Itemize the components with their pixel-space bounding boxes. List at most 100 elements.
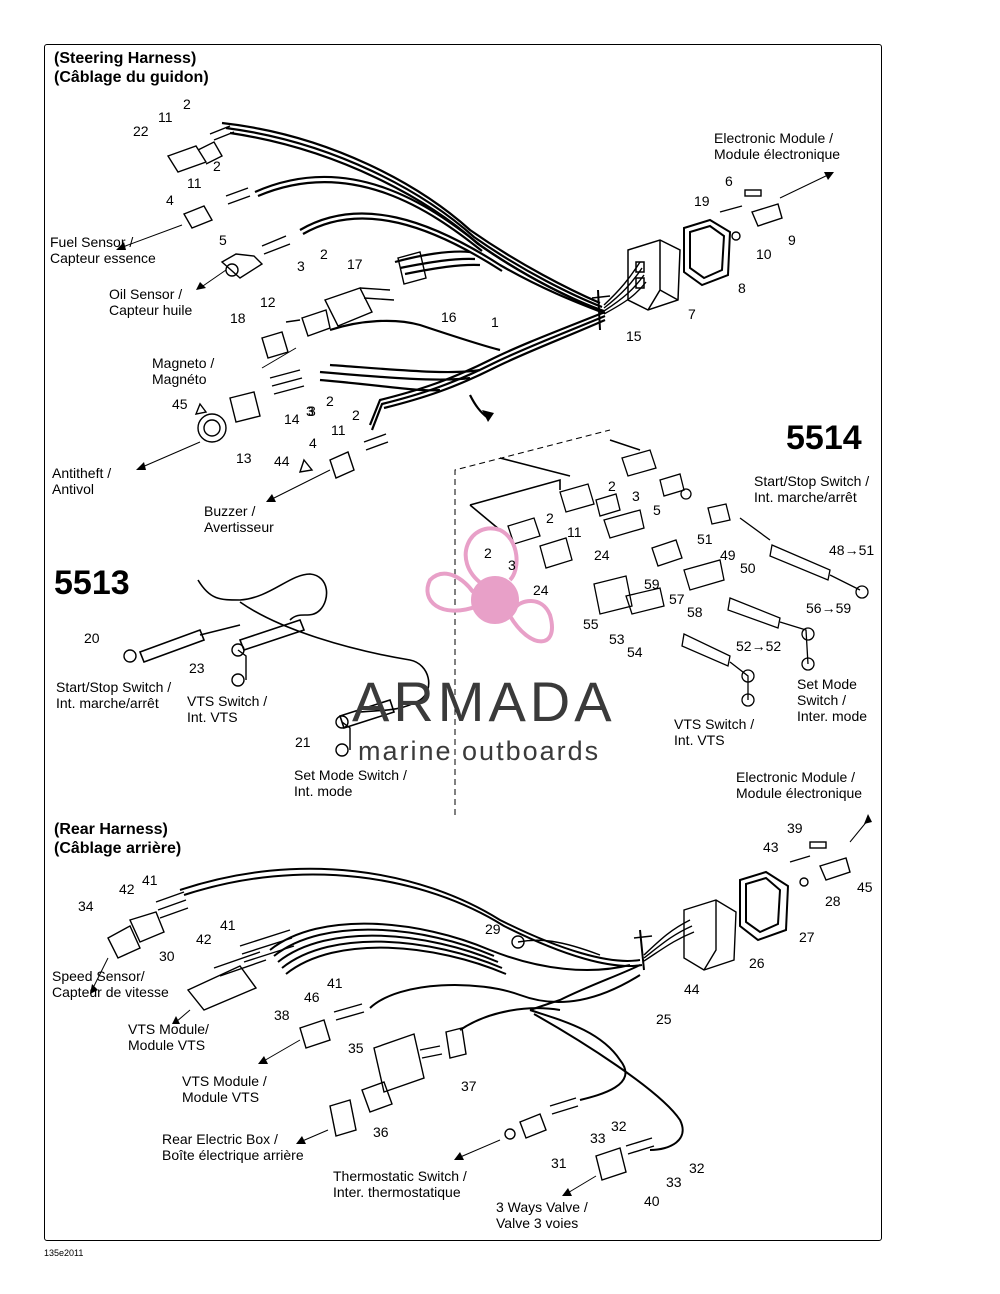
- callout: 11: [331, 422, 346, 438]
- callout: 45: [172, 396, 188, 412]
- callout: 11: [158, 109, 173, 125]
- steering-connectors: [166, 125, 427, 479]
- callout: 53: [609, 631, 625, 647]
- callout: 8: [738, 280, 746, 296]
- callout: 22: [133, 123, 149, 139]
- callout: 11: [187, 175, 202, 191]
- label-rear-electric-box: Rear Electric Box / Boîte électrique arr…: [162, 1131, 304, 1163]
- variant-5514-boundary: [454, 429, 611, 815]
- variant-5514-parts: [507, 449, 869, 707]
- callout: 2: [213, 158, 221, 174]
- callout: 51: [697, 531, 713, 547]
- callout: 24: [533, 582, 549, 598]
- label-buzzer: Buzzer / Avertisseur: [204, 503, 274, 535]
- callout: 49: [720, 547, 736, 563]
- callout: 32: [611, 1118, 627, 1134]
- callout: 3: [308, 403, 316, 419]
- callout: 42: [119, 881, 135, 897]
- callout: 2: [352, 407, 360, 423]
- callout: 26: [749, 955, 765, 971]
- callout: 3: [632, 488, 640, 504]
- callout: 36: [373, 1124, 389, 1140]
- label-vts-module-2: VTS Module / Module VTS: [182, 1073, 267, 1105]
- callout: 46: [304, 989, 320, 1005]
- steering-title-fr: (Câblage du guidon): [54, 69, 209, 86]
- variant-5514-wiring: [469, 439, 641, 531]
- callout: 11: [567, 524, 582, 540]
- callout: 52→52: [736, 638, 782, 654]
- label-set-mode-5514: Set Mode Switch / Inter. mode: [797, 676, 868, 724]
- rear-wire-bundle: [179, 867, 684, 1151]
- callout: 13: [236, 450, 252, 466]
- label-three-ways-valve: 3 Ways Valve / Valve 3 voies: [496, 1199, 588, 1231]
- watermark-name: ARMADA: [352, 670, 616, 733]
- callout: 20: [84, 630, 100, 646]
- callout: 42: [196, 931, 212, 947]
- callout: 31: [551, 1155, 567, 1171]
- callout: 21: [295, 734, 311, 750]
- callout: 25: [656, 1011, 672, 1027]
- label-vts-module-1: VTS Module/ Module VTS: [128, 1021, 209, 1053]
- seal-8: [683, 218, 732, 287]
- diagram-frame: [44, 44, 882, 1241]
- callout: 2: [484, 545, 492, 561]
- callout: 29: [485, 921, 501, 937]
- rear-title-fr: (Câblage arrière): [54, 840, 182, 857]
- callout: 4: [166, 192, 174, 208]
- callout: 3: [508, 557, 516, 573]
- callout: 3: [306, 403, 314, 419]
- label-magneto: Magneto / Magnéto: [152, 355, 215, 387]
- label-speed-sensor: Speed Sensor/ Capteur de vitesse: [52, 968, 169, 1000]
- callout: 40: [644, 1193, 660, 1209]
- steering-wire-bundle: [221, 121, 606, 431]
- callout: 23: [189, 660, 205, 676]
- callout: 34: [78, 898, 94, 914]
- callout: 9: [788, 232, 796, 248]
- callout: 1: [491, 314, 499, 330]
- callout: 56→59: [806, 600, 852, 616]
- figure-code: 135e2011: [44, 1248, 84, 1258]
- rear-title-en: (Rear Harness): [54, 821, 168, 838]
- callout: 3: [297, 258, 305, 274]
- callout: 16: [441, 309, 457, 325]
- callout: 24: [594, 547, 610, 563]
- connector-7: [627, 239, 681, 311]
- label-antitheft: Antitheft / Antivol: [52, 465, 112, 497]
- label-electronic-module-bottom: Electronic Module / Module électronique: [736, 769, 863, 801]
- callout: 12: [260, 294, 276, 310]
- callout: 10: [756, 246, 772, 262]
- callout: 32: [689, 1160, 705, 1176]
- label-oil-sensor: Oil Sensor / Capteur huile: [109, 286, 193, 318]
- watermark-propeller-icon: [425, 526, 554, 644]
- callout: 18: [230, 310, 246, 326]
- callout: 59: [644, 576, 660, 592]
- label-vts-switch-5514: VTS Switch / Int. VTS: [674, 716, 755, 748]
- callout: 15: [626, 328, 642, 344]
- callout: 2: [320, 246, 328, 262]
- callout: 33: [590, 1130, 606, 1146]
- steering-title-en: (Steering Harness): [54, 50, 197, 67]
- callout: 5: [219, 232, 227, 248]
- label-vts-switch-5513: VTS Switch / Int. VTS: [187, 693, 268, 725]
- callout: 37: [461, 1078, 477, 1094]
- variant-5514-label: 5514: [786, 419, 862, 457]
- callout: 19: [694, 193, 710, 209]
- callout: 28: [825, 893, 841, 909]
- watermark-subtitle: marine outboards: [358, 736, 601, 766]
- callout: 35: [348, 1040, 364, 1056]
- callout: 39: [787, 820, 803, 836]
- callout: 38: [274, 1007, 290, 1023]
- callout: 2: [608, 478, 616, 494]
- callout: 41: [220, 917, 236, 933]
- callout: 54: [627, 644, 643, 660]
- callout: 43: [763, 839, 779, 855]
- callout: 14: [284, 411, 300, 427]
- callout: 33: [666, 1174, 682, 1190]
- callout: 57: [669, 591, 685, 607]
- callout: 27: [799, 929, 815, 945]
- callout: 41: [142, 872, 158, 888]
- variant-5513-label: 5513: [54, 564, 130, 602]
- callout: 58: [687, 604, 703, 620]
- callout: 41: [327, 975, 343, 991]
